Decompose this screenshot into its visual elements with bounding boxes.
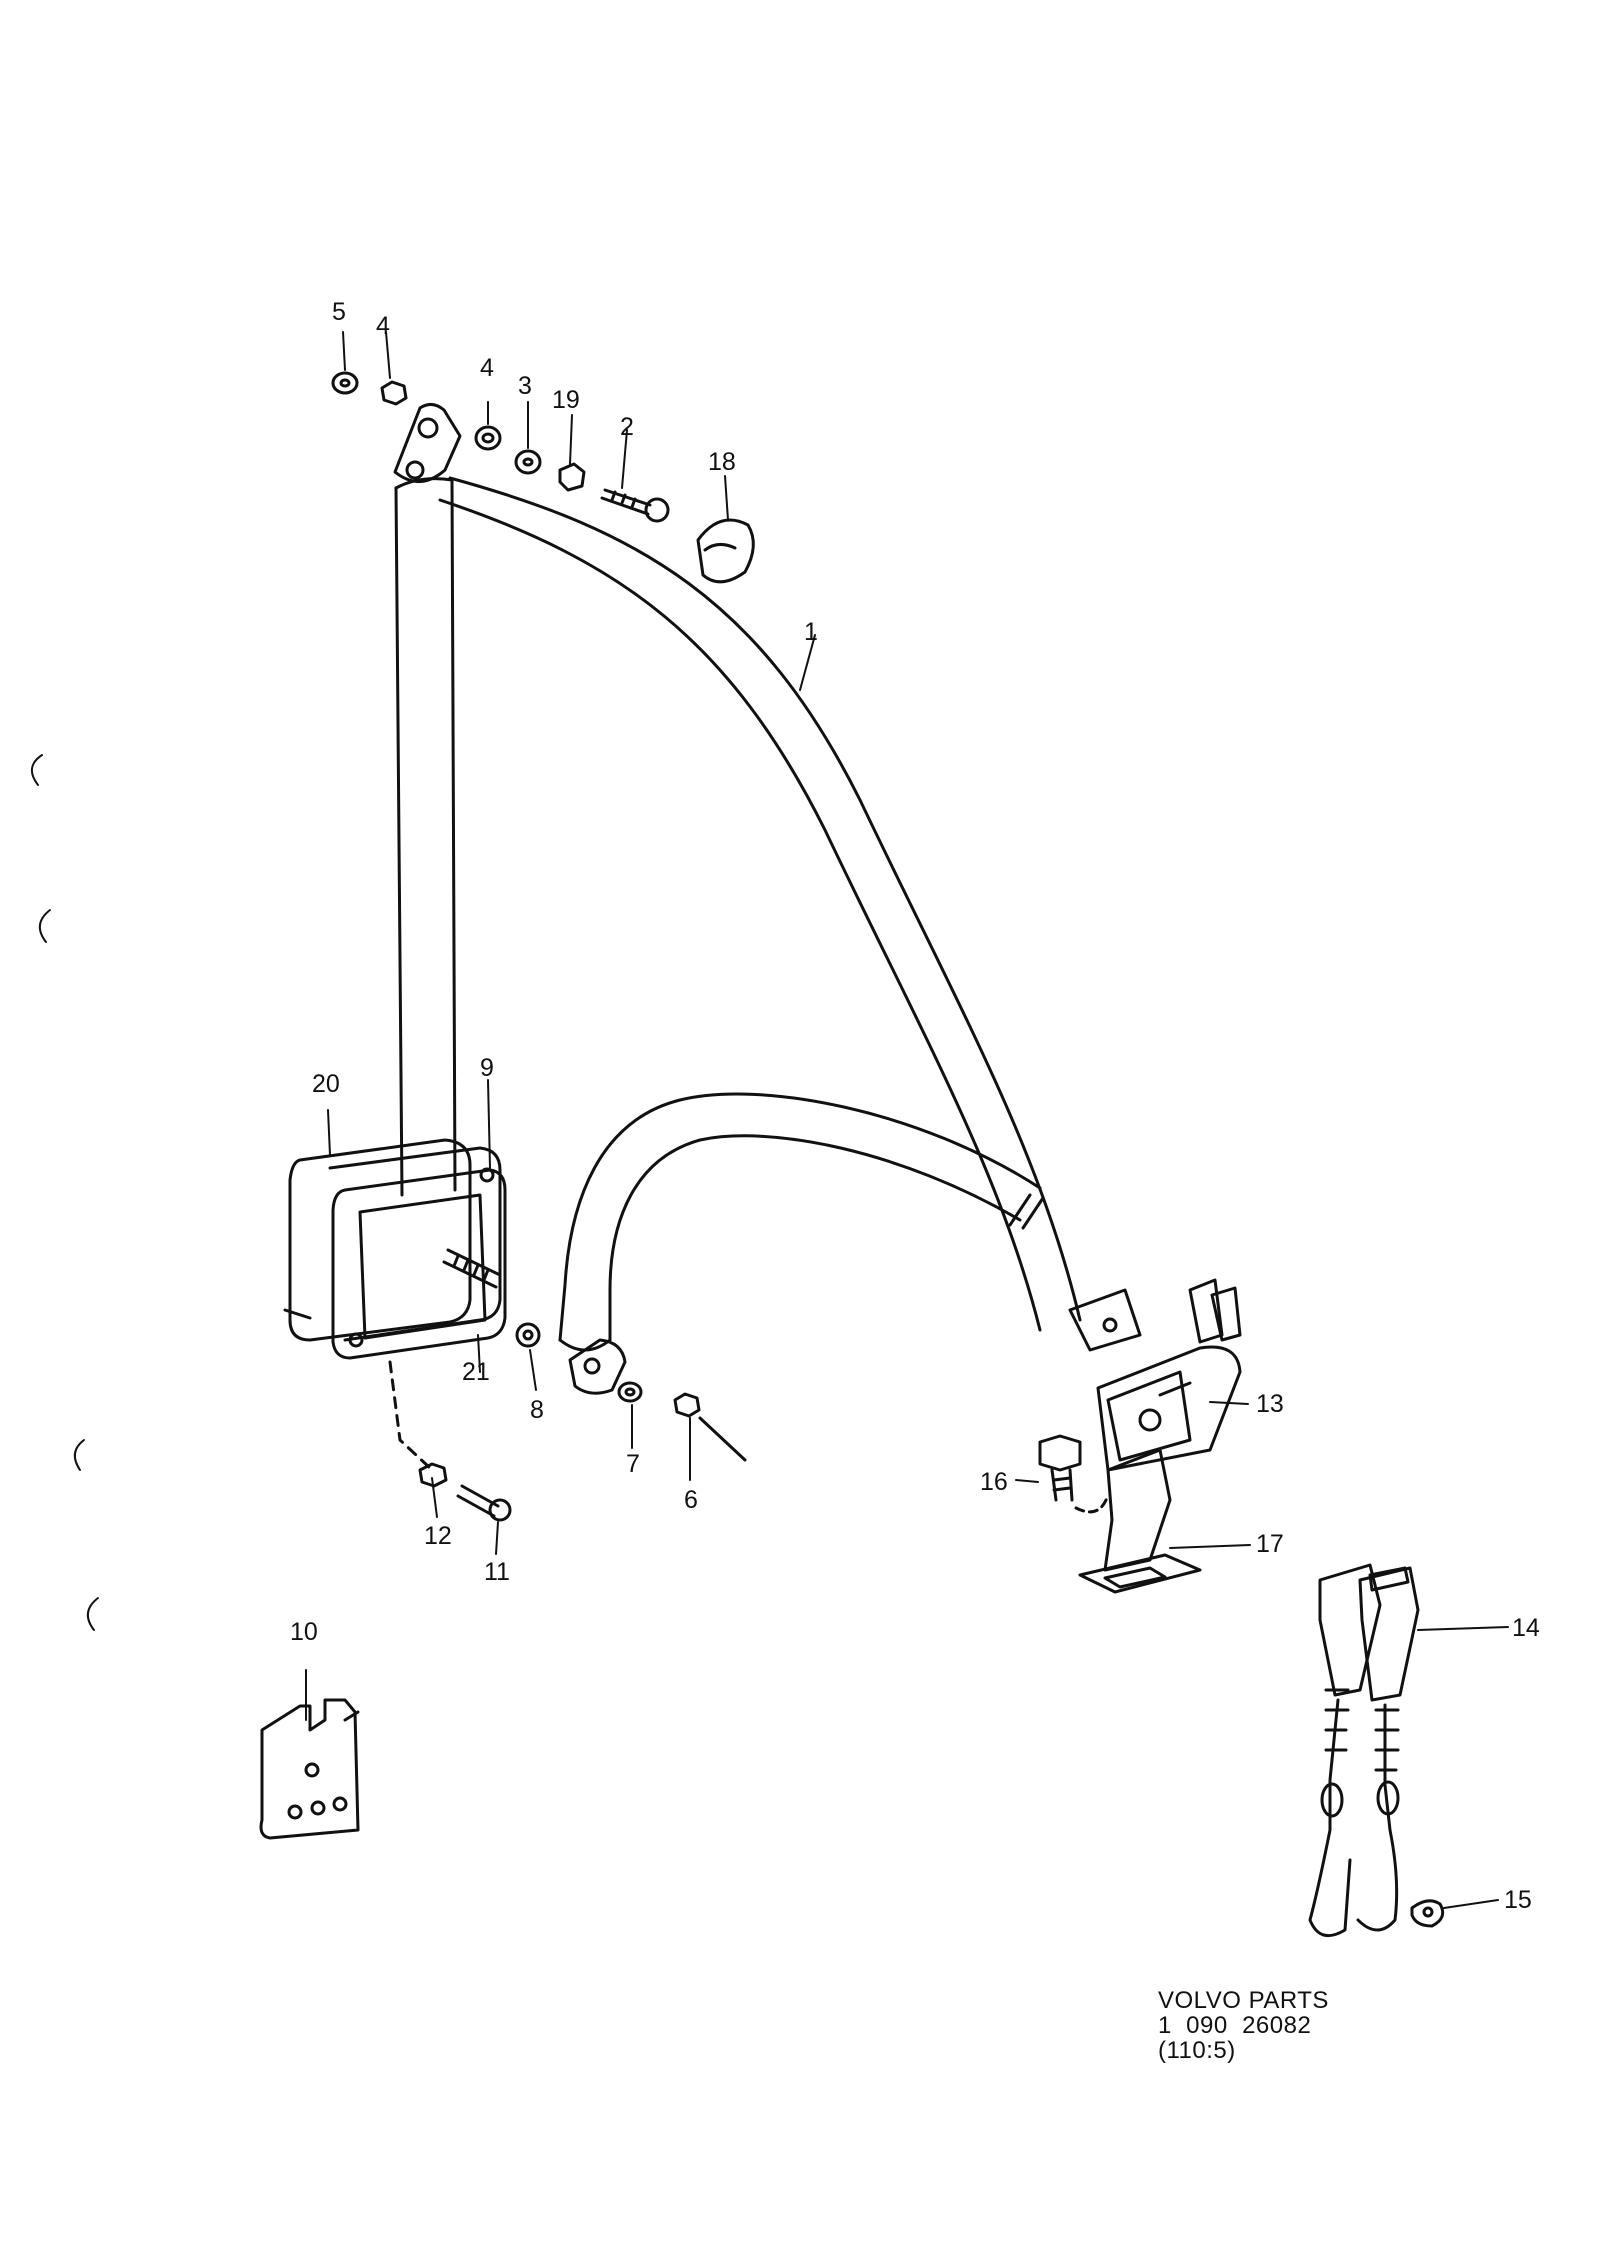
label-part-12: 12 <box>424 1522 452 1550</box>
scan-edge-marks <box>31 754 99 1631</box>
catalog-reference: VOLVO PARTS 1 090 26082 (110:5) <box>1158 1988 1329 2063</box>
bolt-2 <box>600 488 670 523</box>
nut-6 <box>673 1392 747 1462</box>
belt-tongue <box>1068 1288 1142 1352</box>
label-part-20: 20 <box>312 1070 340 1098</box>
plate-10 <box>259 1698 360 1840</box>
label-part-1: 1 <box>804 618 818 646</box>
label-part-17: 17 <box>1256 1530 1284 1558</box>
label-part-13: 13 <box>1256 1390 1284 1418</box>
lower-anchor-plate <box>568 1338 627 1395</box>
label-part-11: 11 <box>484 1558 510 1586</box>
vertical-belt-strap <box>394 477 457 1197</box>
label-part-16: 16 <box>980 1468 1008 1496</box>
label-part-4-right: 4 <box>480 354 494 382</box>
buckle-13 <box>1096 1278 1242 1472</box>
label-part-6: 6 <box>684 1486 698 1514</box>
label-part-8: 8 <box>530 1396 544 1424</box>
reference-section: (110:5) <box>1158 2037 1236 2064</box>
label-part-3: 3 <box>518 372 532 400</box>
label-part-18: 18 <box>708 448 736 476</box>
label-part-15: 15 <box>1504 1886 1532 1914</box>
retractor-stud-bolt <box>442 1248 502 1289</box>
spacer-7 <box>617 1381 643 1403</box>
mounting-dashed-line <box>388 1360 432 1470</box>
washer-3 <box>514 449 542 475</box>
cover-18 <box>696 518 755 584</box>
label-part-9: 9 <box>480 1054 494 1082</box>
label-part-19: 19 <box>552 386 580 414</box>
clip-15 <box>1410 1899 1445 1928</box>
buckle-unit-14 <box>1308 1563 1420 1938</box>
nut-8 <box>515 1322 541 1348</box>
lap-belt-loop <box>558 1092 1045 1352</box>
bolt-16 <box>1038 1434 1110 1514</box>
label-part-21: 21 <box>462 1358 490 1386</box>
reference-number: 1 090 26082 <box>1158 2012 1312 2039</box>
washer-5 <box>331 371 359 395</box>
bracket-17 <box>1078 1448 1202 1594</box>
upper-anchor-bracket <box>393 403 462 483</box>
label-part-2: 2 <box>620 413 634 441</box>
leader-lines <box>305 331 1509 1909</box>
spacer-4-right <box>474 425 502 451</box>
label-part-7: 7 <box>626 1450 640 1478</box>
diagonal-belt-strap <box>438 476 1082 1332</box>
bushing-19 <box>558 462 586 492</box>
spacer-4-left <box>380 380 408 406</box>
nut-12 <box>418 1462 448 1488</box>
retractor-unit <box>283 1138 507 1360</box>
label-part-5: 5 <box>332 298 346 326</box>
label-part-14: 14 <box>1512 1614 1540 1642</box>
label-part-4-left: 4 <box>376 312 390 340</box>
reference-brand: VOLVO PARTS <box>1158 1987 1329 2014</box>
bolt-11 <box>456 1484 512 1522</box>
label-part-10: 10 <box>290 1618 318 1646</box>
part-labels: 5 4 4 3 19 2 18 1 20 9 21 8 7 6 12 11 13… <box>290 298 1540 1914</box>
